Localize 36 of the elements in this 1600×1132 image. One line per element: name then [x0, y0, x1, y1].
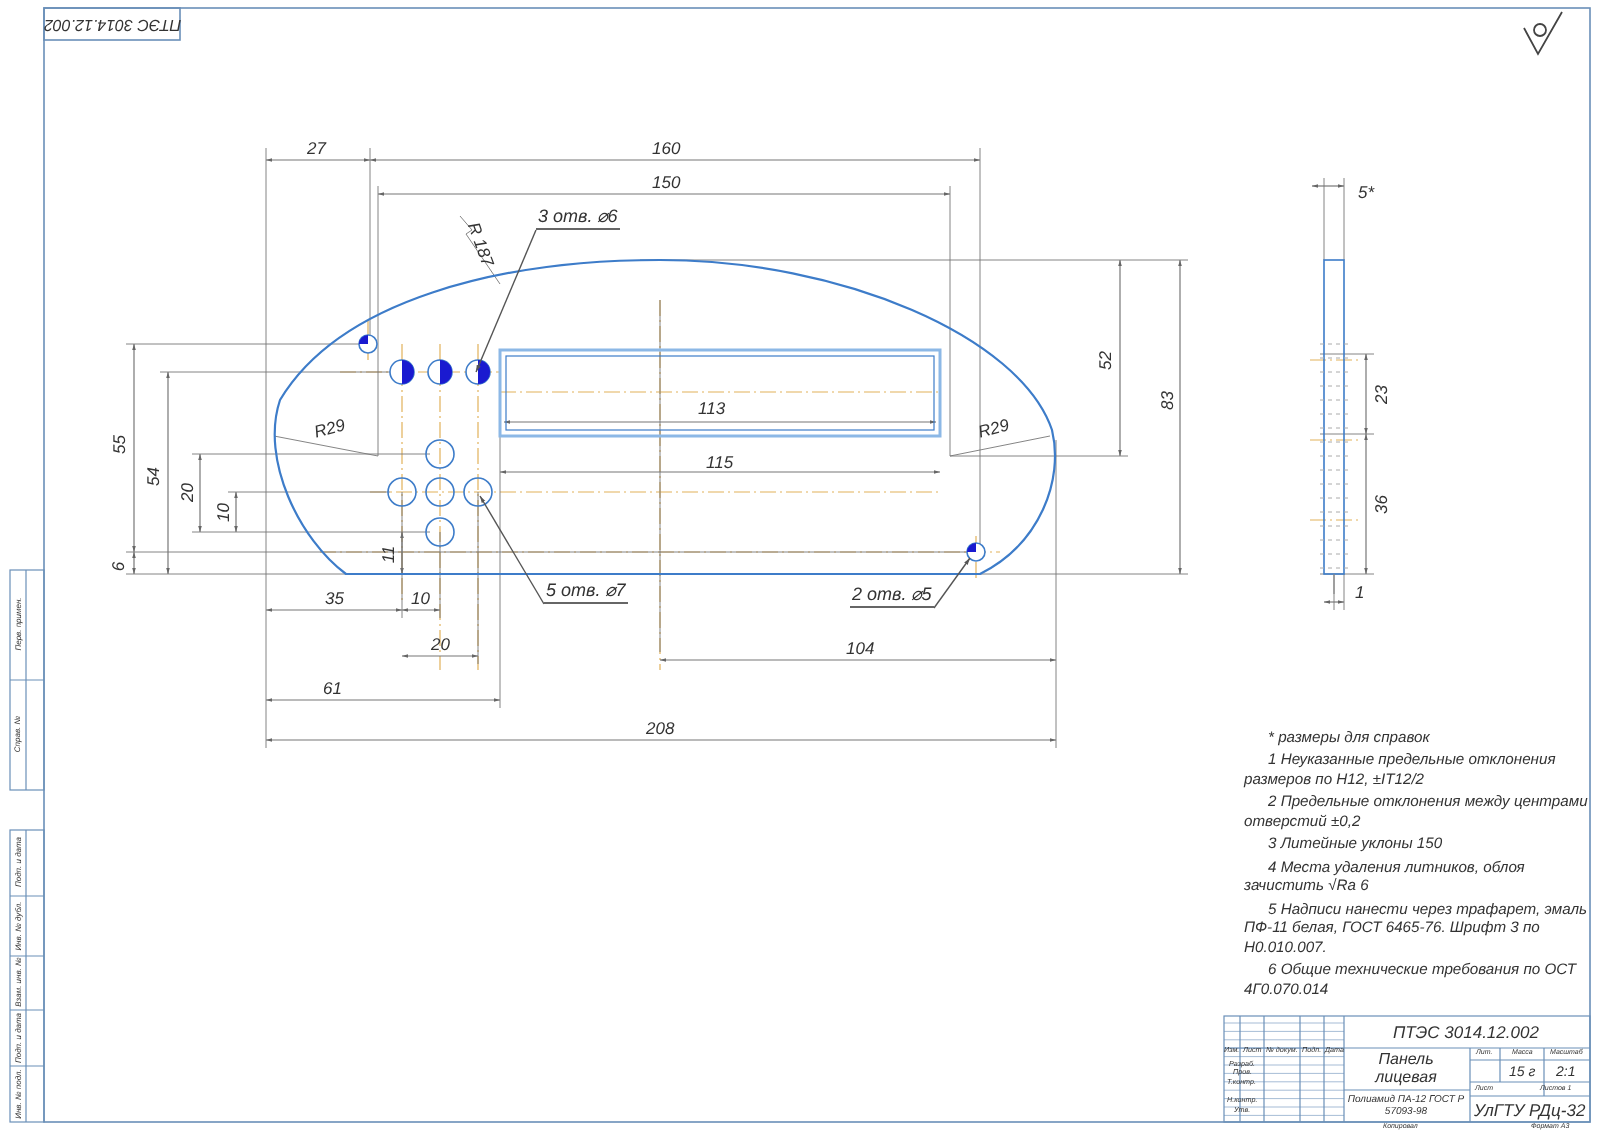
title-block-text: ПТЭС 3014.12.002: [43, 16, 181, 32]
dimension-label: 27: [307, 139, 326, 156]
dimension-label: 113: [698, 399, 726, 416]
dimension-label: R29: [976, 415, 1011, 440]
dimension-label: 5*: [1358, 183, 1375, 200]
leader-line: [933, 557, 971, 609]
leader-line: [475, 229, 537, 373]
dimension-label: 6: [109, 560, 127, 571]
dimension-label: R 187: [463, 219, 496, 268]
dimension-label: 104: [846, 639, 875, 656]
dimension-label: 11: [379, 544, 397, 563]
dimension-label: 20: [177, 482, 195, 501]
dimension-label: 36: [1371, 494, 1389, 513]
title-block-text: Панель лицевая: [1372, 1049, 1439, 1088]
dimension-label: 20: [431, 635, 450, 652]
dimension-label: 35: [325, 589, 344, 606]
dimension-label: 61: [323, 679, 342, 696]
leader-line: [479, 495, 545, 605]
leader-callout: 2 отв. ⌀5: [850, 586, 934, 608]
dimension-label: 150: [652, 173, 681, 190]
dimension-label: R29: [312, 415, 347, 440]
title-block-text: УлГТУ РДц-32: [1474, 1101, 1586, 1118]
dimension-label: 160: [652, 139, 681, 156]
dimension-label: 1: [1355, 583, 1365, 600]
leader-callout: 5 отв. ⌀7: [544, 582, 628, 604]
dimension-label: 208: [646, 719, 675, 736]
dimension-label: 83: [1157, 390, 1175, 409]
dimension-label: 54: [143, 466, 161, 485]
dimension-label: 52: [1095, 350, 1113, 369]
dimension-label: 10: [213, 502, 231, 521]
dimension-label: 10: [411, 589, 430, 606]
dimension-label: 55: [109, 434, 127, 453]
dimension-label: 23: [1371, 384, 1389, 403]
title-block-text: ПТЭС 3014.12.002: [1393, 1023, 1539, 1040]
leader-callout: 3 отв. ⌀6: [536, 208, 620, 230]
dimension-label: 115: [706, 453, 734, 470]
